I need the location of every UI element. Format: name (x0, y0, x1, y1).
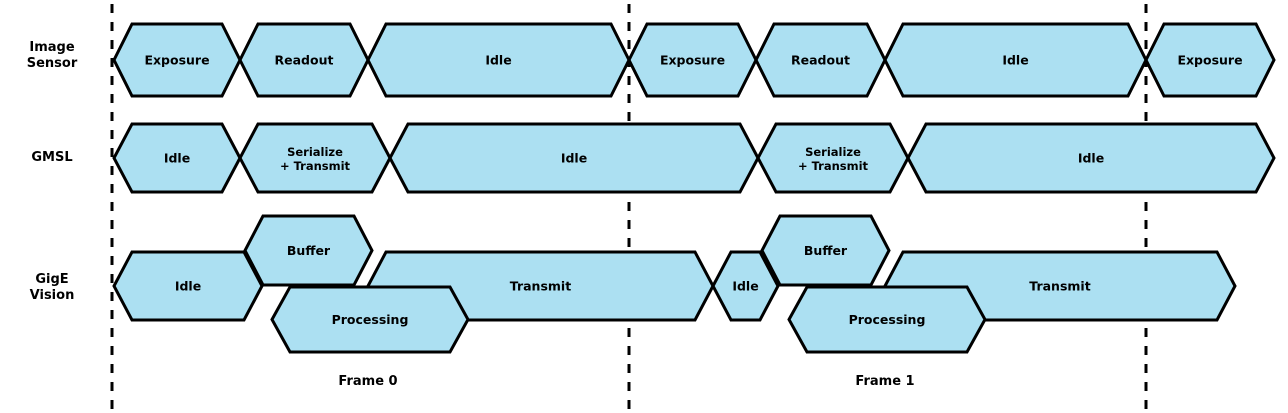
gige-upper-row: Idle Transmit Idle Transmit (112, 250, 1237, 322)
segment-label-gige-buffer-1: Buffer (804, 243, 848, 258)
segment-label-is-exposure-2: Exposure (1177, 53, 1242, 68)
segment-gige-processing-1[interactable] (787, 285, 987, 354)
segment-gige-idle-0[interactable] (112, 250, 264, 322)
segment-label-gige-processing-0: Processing (332, 312, 409, 327)
segment-label-gmsl-serialize-1: Serialize+ Transmit (798, 145, 869, 173)
segment-label-is-exposure-0: Exposure (144, 53, 209, 68)
segment-label-gige-processing-1: Processing (849, 312, 926, 327)
segment-label-is-idle-0: Idle (485, 53, 511, 68)
row-label-image-sensor: Image Sensor (26, 40, 78, 72)
segment-is-readout-1[interactable] (754, 22, 887, 98)
frame-label-frame-0: Frame 0 (338, 374, 398, 389)
segment-label-gige-buffer-0: Buffer (287, 243, 331, 258)
segment-label-is-readout-1: Readout (791, 53, 850, 68)
gige-processing-row: Processing Processing (270, 285, 987, 354)
segment-label-is-exposure-1: Exposure (660, 53, 725, 68)
segment-gige-idle-1[interactable] (711, 250, 780, 322)
segment-is-idle-1[interactable] (883, 22, 1148, 98)
segment-gige-buffer-1[interactable] (760, 214, 891, 287)
row-label-gmsl: GMSL (31, 150, 73, 165)
segment-label-gmsl-idle-0: Idle (164, 151, 190, 166)
segment-label-gmsl-serialize-0: Serialize+ Transmit (280, 145, 351, 173)
row-label-gige-vision: GigE Vision (29, 272, 75, 304)
image-sensor-row: Exposure Readout Idle Exposure Readout Idle Ex… (112, 22, 1276, 98)
segment-gmsl-idle-2[interactable] (906, 122, 1276, 194)
segment-is-exposure-0[interactable] (112, 22, 242, 98)
segment-gmsl-idle-1[interactable] (388, 122, 760, 194)
segment-label-gige-transmit-1: Transmit (1029, 279, 1090, 294)
frame-label-frame-1: Frame 1 (855, 374, 915, 389)
segment-label-is-readout-0: Readout (275, 53, 334, 68)
segment-label-is-idle-1: Idle (1002, 53, 1028, 68)
segment-is-readout-0[interactable] (238, 22, 370, 98)
segment-is-idle-0[interactable] (366, 22, 631, 98)
segment-label-gmsl-idle-2: Idle (1078, 151, 1104, 166)
segment-gmsl-serialize-1[interactable] (756, 122, 910, 194)
segment-label-gige-transmit-0: Transmit (510, 279, 571, 294)
segment-gige-buffer-0[interactable] (243, 214, 374, 287)
segment-is-exposure-1[interactable] (627, 22, 758, 98)
gmsl-row: Idle Serialize+ Transmit Idle Serialize+ Tr… (112, 122, 1276, 194)
segment-is-exposure-2[interactable] (1144, 22, 1276, 98)
gige-buffer-row: Buffer Buffer (243, 214, 891, 287)
segment-gmsl-idle-0[interactable] (112, 122, 242, 194)
segment-label-gmsl-idle-1: Idle (561, 151, 587, 166)
segment-gmsl-serialize-0[interactable] (238, 122, 392, 194)
segment-label-gige-idle-1: Idle (732, 279, 758, 294)
segment-label-gige-idle-0: Idle (175, 279, 201, 294)
segment-gige-processing-0[interactable] (270, 285, 470, 354)
